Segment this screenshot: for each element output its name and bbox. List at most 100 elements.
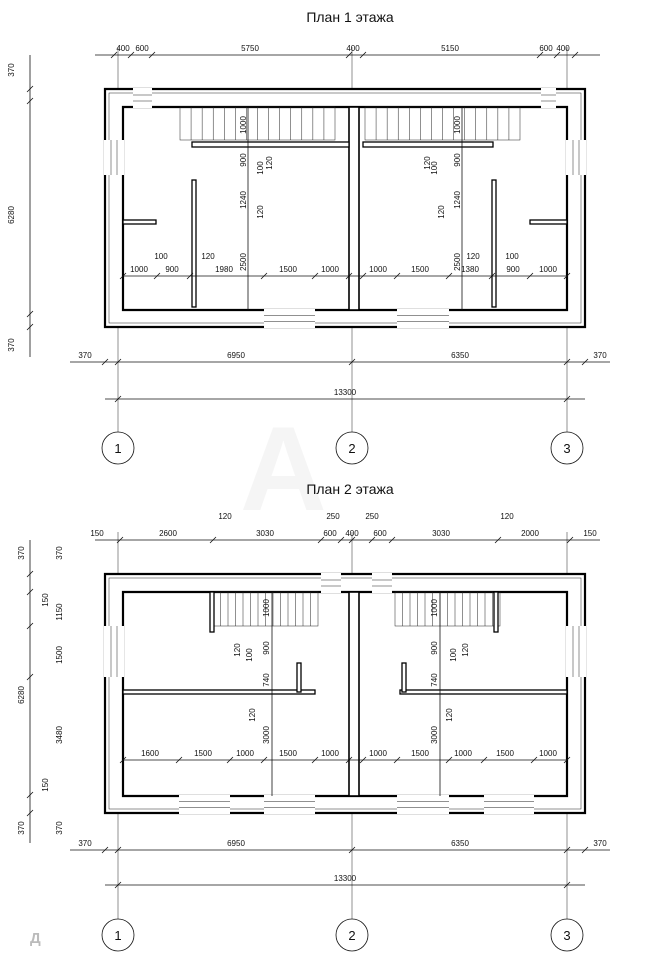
dimension-tick: [26, 791, 34, 799]
bottom-window: [397, 309, 449, 328]
overall-dimension: 13300: [334, 874, 357, 883]
left-window: [104, 626, 124, 677]
left-dimension: 370: [7, 338, 16, 352]
dimension-tick: [445, 756, 453, 764]
top-window: [372, 573, 392, 593]
interior-wall: [209, 591, 215, 633]
top-dimension: 250: [365, 512, 379, 521]
dimension-tick: [563, 272, 571, 280]
interior-dimension: 1000: [539, 265, 557, 274]
vertical-dimension: 740: [430, 673, 439, 687]
bottom-window: [264, 795, 315, 814]
dimension-tick: [26, 310, 34, 318]
interior-dimension: 1500: [496, 749, 514, 758]
axis-marker-3: [550, 431, 584, 465]
party-wall: [348, 106, 360, 311]
top-dimension: 2600: [159, 529, 177, 538]
dimension-tick: [348, 358, 356, 366]
top-dimension: 150: [90, 529, 104, 538]
vertical-dimension: 100: [245, 648, 254, 662]
vertical-dimension: 1000: [430, 599, 439, 617]
top-window: [321, 573, 341, 593]
interior-dimension: 1000: [539, 749, 557, 758]
top-dimension: 3030: [256, 529, 274, 538]
dimension-tick: [359, 756, 367, 764]
dimension-tick: [345, 756, 353, 764]
dimension-tick: [209, 536, 217, 544]
right-window: [566, 626, 586, 677]
dimension-tick: [260, 756, 268, 764]
dimension-tick: [148, 51, 156, 59]
top-dimension: 150: [583, 529, 597, 538]
interior-dimension: 1500: [411, 749, 429, 758]
bottom-window: [397, 795, 449, 814]
vertical-dimension: 120: [248, 708, 257, 722]
interior-wall: [122, 689, 316, 695]
vertical-dimension: 1240: [453, 191, 462, 209]
dimension-tick: [530, 756, 538, 764]
dimension-tick: [114, 881, 122, 889]
left-dimension: 370: [7, 63, 16, 77]
dimension-tick: [101, 358, 109, 366]
top-dimension: 3030: [432, 529, 450, 538]
vertical-dimension: 3000: [262, 726, 271, 744]
dimension-tick: [186, 272, 194, 280]
right-window: [566, 140, 586, 175]
interior-dimension: 900: [165, 265, 179, 274]
bottom-dimension: 370: [593, 351, 607, 360]
bottom-dimension: 370: [593, 839, 607, 848]
left-dimension: 370: [17, 821, 26, 835]
vertical-dimension: 120: [423, 156, 432, 170]
interior-dimension: 1000: [369, 749, 387, 758]
dimension-tick: [566, 536, 574, 544]
axis-marker-2-label: 2: [348, 928, 355, 943]
interior-dimension: 100: [154, 252, 168, 261]
insulation-line: [108, 92, 582, 324]
top-dimension: 400: [346, 44, 360, 53]
dimension-tick: [488, 272, 496, 280]
dimension-tick: [388, 536, 396, 544]
axis-marker-1: [101, 918, 135, 952]
dimension-tick: [26, 570, 34, 578]
dimension-tick: [345, 272, 353, 280]
axis-marker-2: [335, 431, 369, 465]
dimension-tick: [311, 272, 319, 280]
dimension-tick: [26, 323, 34, 331]
axis-marker-2-label: 2: [348, 441, 355, 456]
left-dimension: 3480: [55, 726, 64, 744]
dimension-tick: [153, 272, 161, 280]
dimension-tick: [348, 536, 356, 544]
vertical-dimension: 900: [430, 641, 439, 655]
bottom-dimension: 6350: [451, 839, 469, 848]
dimension-tick: [345, 51, 353, 59]
dimension-tick: [114, 358, 122, 366]
interior-dimension: 1500: [279, 749, 297, 758]
dimension-tick: [114, 395, 122, 403]
left-dimension: 150: [41, 593, 50, 607]
interior-dimension: 1000: [369, 265, 387, 274]
dimension-tick: [581, 846, 589, 854]
interior-dimension: 1980: [215, 265, 233, 274]
dimension-tick: [26, 622, 34, 630]
dimension-tick: [563, 395, 571, 403]
dimension-tick: [119, 272, 127, 280]
dimension-tick: [348, 846, 356, 854]
dimension-tick: [526, 272, 534, 280]
dimension-tick: [563, 358, 571, 366]
bottom-dimension: 6350: [451, 351, 469, 360]
vertical-dimension: 100: [449, 648, 458, 662]
vertical-dimension: 120: [256, 205, 265, 219]
top-dimension: 600: [373, 529, 387, 538]
top-dimension: 400: [556, 44, 570, 53]
vertical-dimension: 740: [262, 673, 271, 687]
top-dimension: 120: [218, 512, 232, 521]
dimension-tick: [393, 272, 401, 280]
left-dimension: 1150: [55, 603, 64, 621]
interior-dimension: 1000: [236, 749, 254, 758]
vertical-dimension: 120: [445, 708, 454, 722]
axis-marker-1-label: 1: [114, 928, 121, 943]
vertical-dimension: 120: [437, 205, 446, 219]
axis-marker-1: [101, 431, 135, 465]
interior-wall: [493, 591, 499, 633]
